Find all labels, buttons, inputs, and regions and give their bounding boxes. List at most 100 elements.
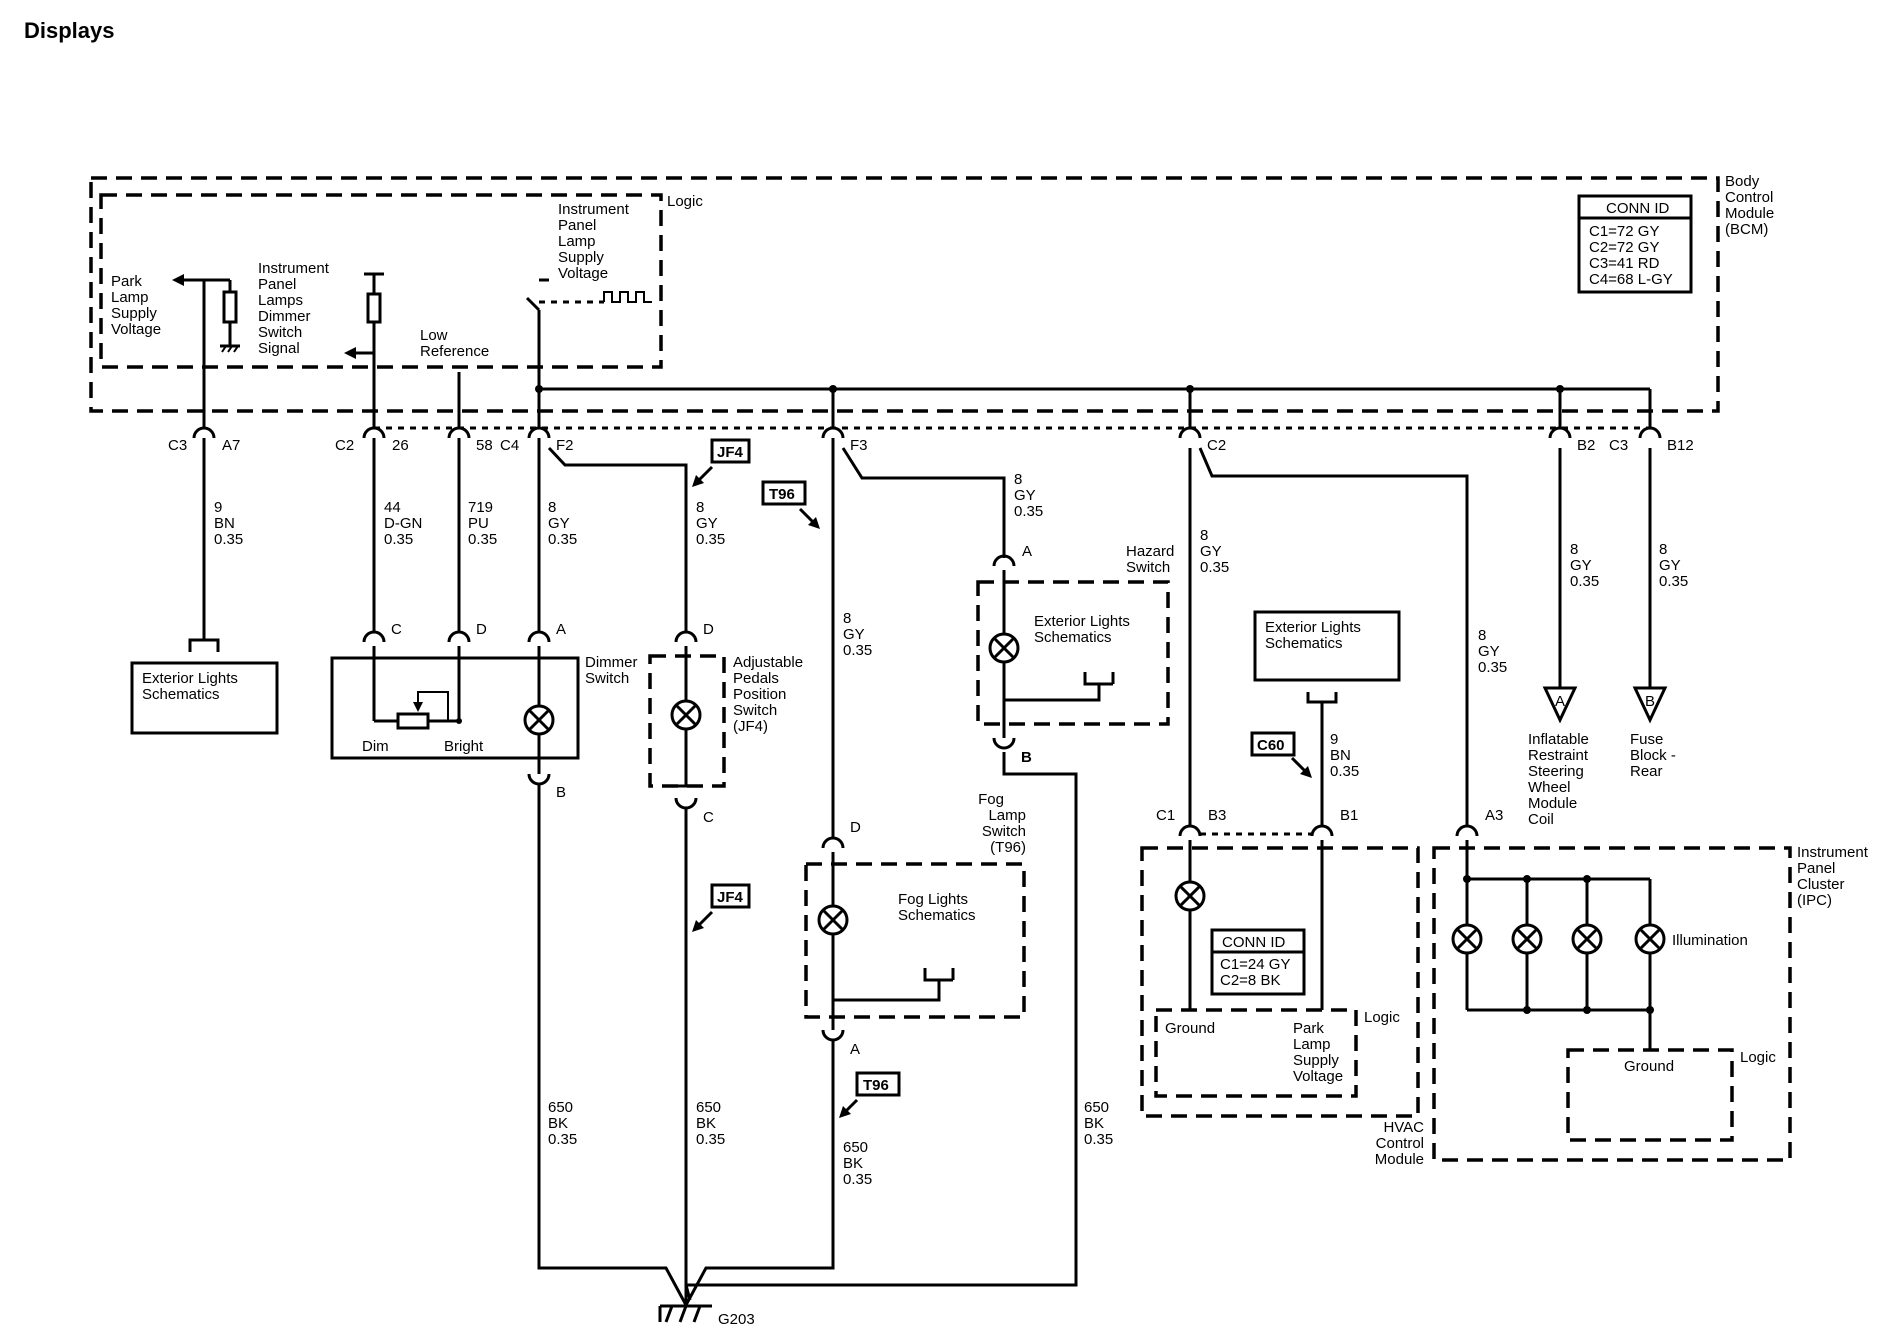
wire-spec: BK [548, 1115, 568, 1132]
label-line: Low [420, 327, 448, 344]
label-line: Park [1293, 1020, 1324, 1037]
pin-arc [821, 836, 845, 849]
hvac-conn-id-table: CONN ID C1=24 GY C2=8 BK [1210, 928, 1306, 996]
pin-arc [674, 630, 698, 643]
ext-lights-3-text: Exterior Lights [1265, 619, 1361, 636]
label-line: Voltage [111, 321, 161, 338]
bcm-connector-pins [192, 426, 1662, 439]
pin-arc [362, 630, 386, 643]
hazard-switch-label: Hazard Switch [1126, 543, 1174, 576]
label-line: (IPC) [1797, 892, 1832, 909]
label-line: Hazard [1126, 543, 1174, 560]
bcm-conn-id-title: CONN ID [1606, 200, 1670, 217]
pin-arc [527, 630, 551, 643]
label-line: Fuse [1630, 731, 1663, 748]
wire-spec: 0.35 [843, 1171, 872, 1188]
pin-arc [447, 630, 471, 643]
label-line: Rear [1630, 763, 1663, 780]
bcm-conn-row: C2=72 GY [1589, 239, 1659, 256]
ipc-logic-box [1566, 1048, 1734, 1142]
wire-label-park-hvac: 9 BN 0.35 [1330, 731, 1359, 780]
adj-pedals-label: Adjustable Pedals Position Switch (JF4) [733, 654, 803, 735]
wire-label-f3-fog: 8 GY 0.35 [843, 610, 872, 659]
wire-label-c2-ipc: 8 GY 0.35 [1478, 627, 1507, 676]
park-lamp-supply-label: Park Lamp Supply Voltage [111, 273, 161, 338]
fog-lamp-bulb [817, 904, 849, 936]
wire-label-g4: 650 BK 0.35 [1084, 1099, 1113, 1148]
wire-spec: 44 [384, 499, 401, 516]
wire-spec: 8 [843, 610, 851, 627]
label-line: Switch [258, 324, 302, 341]
fog-lights-text: Fog Lights [898, 891, 968, 908]
dimmer-lamp-bulb [523, 704, 555, 736]
flag-a-inflatable: A [1542, 686, 1578, 724]
wire-spec: 0.35 [1084, 1131, 1113, 1148]
label-line: Reference [420, 343, 489, 360]
adj-pedals-lamp-bulb [670, 699, 702, 731]
wire-spec: 8 [1014, 471, 1022, 488]
label-line: Restraint [1528, 747, 1589, 764]
pin-label: A3 [1485, 807, 1503, 824]
label-line: Block - [1630, 747, 1676, 764]
wire-label-f3-hazard: 8 GY 0.35 [1014, 471, 1043, 520]
hvac-logic-box [1154, 1008, 1358, 1098]
pin-arc [674, 797, 698, 810]
wire-label-g3: 650 BK 0.35 [843, 1139, 872, 1188]
hvac-lamp-bulb [1174, 880, 1206, 912]
hvac-ground-label: Ground [1165, 1020, 1215, 1037]
ipc-logic-label: Logic [1740, 1049, 1776, 1066]
label-line: Inflatable [1528, 731, 1589, 748]
label-line: Instrument [558, 201, 630, 218]
wire-spec: BK [1084, 1115, 1104, 1132]
label-line: Lamps [258, 292, 303, 309]
bcm-conn-row: C1=72 GY [1589, 223, 1659, 240]
ext-lights-2-text: Schematics [1034, 629, 1112, 646]
label-line: Coil [1528, 811, 1554, 828]
bright-label: Bright [444, 738, 484, 755]
ip-lamp-supply-label: Instrument Panel Lamp Supply Voltage [558, 201, 630, 282]
wire-spec: 0.35 [1014, 503, 1043, 520]
ip-lamp-supply-switch [525, 278, 652, 427]
label-line: Panel [258, 276, 296, 293]
inflatable-restraint-label: Inflatable Restraint Steering Wheel Modu… [1528, 731, 1589, 828]
wire-spec: 0.35 [548, 1131, 577, 1148]
wire-label-58: 719 PU 0.35 [468, 499, 497, 548]
conn-label-f2: F2 [556, 437, 574, 454]
label-line: Panel [1797, 860, 1835, 877]
wire-f2-pedals [547, 446, 688, 632]
wire-fog-ground [684, 1040, 835, 1306]
fuse-block-label: Fuse Block - Rear [1630, 731, 1676, 780]
pin-arc [1178, 426, 1202, 439]
pin-arc [992, 554, 1016, 567]
label-line: Park [111, 273, 142, 290]
dimmer-switch-label: Dimmer [585, 654, 638, 671]
ipc-ground-label: Ground [1624, 1058, 1674, 1075]
pin-label: A [556, 621, 566, 638]
pin-arc [1548, 426, 1572, 439]
wire-spec: 0.35 [1570, 573, 1599, 590]
wire-label-b2: 8 GY 0.35 [1570, 541, 1599, 590]
fog-lights-text: Schematics [898, 907, 976, 924]
bcm-name-line: Module [1725, 205, 1774, 222]
tag-text: T96 [863, 1077, 889, 1094]
hazard-internal-path [1004, 672, 1101, 702]
pin-label: A [850, 1041, 860, 1058]
wire-label-pedals: 8 GY 0.35 [696, 499, 725, 548]
wire-spec: 8 [1478, 627, 1486, 644]
label-line: Supply [558, 249, 604, 266]
ip-dimmer-signal-label: Instrument Panel Lamps Dimmer Switch Sig… [258, 260, 330, 357]
label-line: Cluster [1797, 876, 1845, 893]
wire-spec: GY [1200, 543, 1222, 560]
tag-c60: C60 [1250, 731, 1312, 778]
pin-label: B1 [1340, 807, 1358, 824]
conn-label-58: 58 [476, 437, 493, 454]
wire-spec: BN [214, 515, 235, 532]
label-line: Panel [558, 217, 596, 234]
wire-spec: 0.35 [1200, 559, 1229, 576]
wire-label-f2: 8 GY 0.35 [548, 499, 577, 548]
pin-arc [447, 426, 471, 439]
wire-spec: BK [696, 1115, 716, 1132]
label-line: Module [1528, 795, 1577, 812]
conn-label-c4: C4 [500, 437, 519, 454]
hvac-conn-row: C2=8 BK [1220, 972, 1280, 989]
